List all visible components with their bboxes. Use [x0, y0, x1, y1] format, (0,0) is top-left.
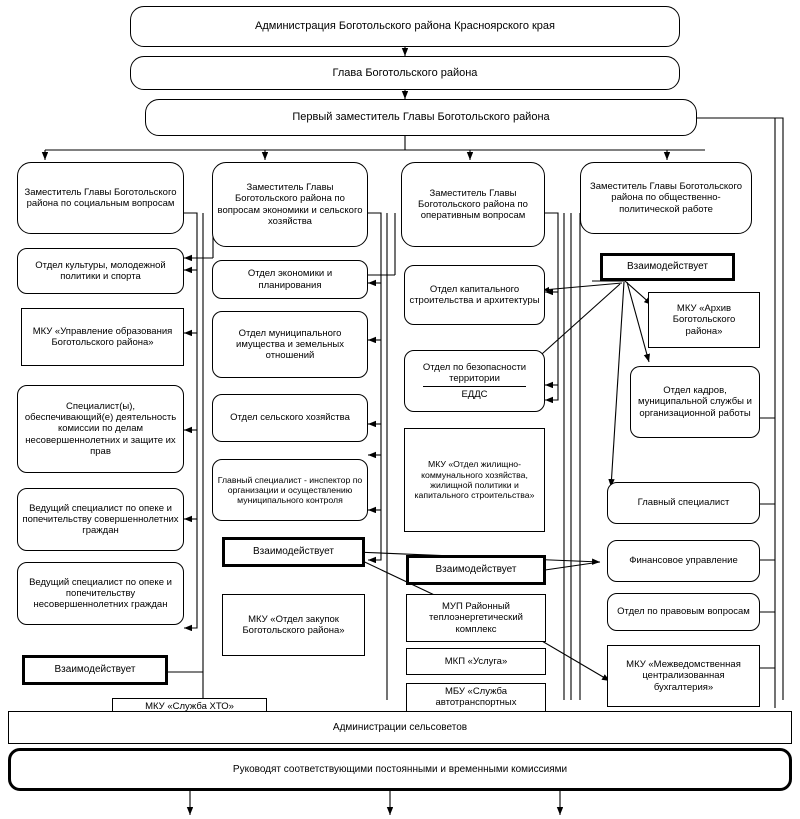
mbu-autotransport-text: МБУ «Служба автотранспортных	[435, 686, 517, 709]
band-selsovet-text: Администрации сельсоветов	[332, 722, 468, 733]
education-department-text: МКУ «Управление образования Боготольског…	[32, 325, 173, 348]
eddc-divider	[423, 386, 526, 388]
box-legal-department: Отдел по правовым вопросам	[607, 593, 760, 631]
box-guardianship-minors: Ведущий специалист по опеке и попечитель…	[17, 562, 184, 625]
band-selsovet-administrations: Администрации сельсоветов	[8, 711, 792, 744]
band-commissions-text: Руководят соответствующими постоянными и…	[232, 764, 568, 775]
box-chief-specialist: Главный специалист	[607, 482, 760, 524]
eddc-text: ЕДДС	[461, 389, 488, 401]
box-minors-commission-specialist: Специалист(ы), обеспечивающий(е) деятель…	[17, 385, 184, 473]
box-head-of-district: Глава Боготольского района	[130, 56, 680, 90]
box-interacts-social: Взаимодействует	[22, 655, 168, 685]
box-archive: МКУ «Архив Боготольского района»	[648, 292, 760, 348]
head-of-district-text: Глава Боготольского района	[332, 66, 478, 79]
housing-utilities-text: МКУ «Отдел жилищно-коммунального хозяйст…	[414, 459, 535, 501]
box-interacts-operative: Взаимодействует	[406, 555, 546, 585]
capital-construction-text: Отдел капитального строительства и архит…	[409, 283, 540, 306]
centralized-accounting-text: МКУ «Межведомственная централизованная б…	[626, 659, 741, 693]
first-deputy-text: Первый заместитель Главы Боготольского р…	[292, 111, 550, 124]
interacts-public-text: Взаимодействует	[627, 261, 708, 273]
deputy-social-text: Заместитель Главы Боготольского района п…	[24, 186, 177, 209]
band-commissions: Руководят соответствующими постоянными и…	[8, 748, 792, 791]
interacts-operative-text: Взаимодействует	[435, 564, 517, 576]
box-administration-title: Администрация Боготольского района Красн…	[130, 6, 680, 47]
box-housing-utilities: МКУ «Отдел жилищно-коммунального хозяйст…	[404, 428, 545, 532]
minors-commission-specialist-text: Специалист(ы), обеспечивающий(е) деятель…	[24, 400, 177, 457]
box-culture-youth-sport: Отдел культуры, молодежной политики и сп…	[17, 248, 184, 294]
box-interacts-public: Взаимодействует	[600, 253, 735, 281]
mup-heat-energy-text: МУП Районный теплоэнергетический комплек…	[429, 601, 523, 635]
box-first-deputy: Первый заместитель Главы Боготольского р…	[145, 99, 697, 136]
box-deputy-economy: Заместитель Главы Боготольского района п…	[212, 162, 368, 247]
box-economy-planning: Отдел экономики и планирования	[212, 260, 368, 299]
legal-department-text: Отдел по правовым вопросам	[617, 606, 750, 618]
interacts-social-text: Взаимодействует	[54, 664, 136, 676]
chief-inspector-text: Главный специалист - инспектор по органи…	[217, 474, 363, 506]
guardianship-minors-text: Ведущий специалист по опеке и попечитель…	[29, 576, 172, 611]
box-interacts-economy: Взаимодействует	[222, 537, 365, 567]
administration-title-text: Администрация Боготольского района Красн…	[255, 20, 555, 33]
territory-safety-text: Отдел по безопасности территории	[422, 361, 527, 384]
municipal-property-land-text: Отдел муниципального имущества и земельн…	[236, 327, 344, 362]
deputy-operative-text: Заместитель Главы Боготольского района п…	[418, 187, 528, 222]
box-deputy-social: Заместитель Главы Боготольского района п…	[17, 162, 184, 234]
box-chief-inspector-municipal-control: Главный специалист - инспектор по органи…	[212, 459, 368, 521]
procurement-department-text: МКУ «Отдел закупок Боготольского района»	[242, 613, 345, 636]
box-deputy-operative: Заместитель Главы Боготольского района п…	[401, 162, 545, 247]
mkp-usluga-text: МКП «Услуга»	[444, 655, 508, 667]
box-mkp-usluga: МКП «Услуга»	[406, 648, 546, 675]
box-centralized-accounting: МКУ «Межведомственная централизованная б…	[607, 645, 760, 707]
box-procurement-department: МКУ «Отдел закупок Боготольского района»	[222, 594, 365, 656]
interacts-economy-text: Взаимодействует	[253, 546, 334, 558]
box-territory-safety-eddc: Отдел по безопасности территории ЕДДС	[404, 350, 545, 412]
deputy-economy-text: Заместитель Главы Боготольского района п…	[217, 182, 363, 227]
hr-municipal-service-text: Отдел кадров, муниципальной службы и орг…	[638, 385, 752, 419]
culture-youth-sport-text: Отдел культуры, молодежной политики и сп…	[35, 259, 166, 282]
guardianship-adults-text: Ведущий специалист по опеке и попечитель…	[22, 502, 179, 537]
box-capital-construction-architecture: Отдел капитального строительства и архит…	[404, 265, 545, 325]
box-agriculture-department: Отдел сельского хозяйства	[212, 394, 368, 442]
box-finance-department: Финансовое управление	[607, 540, 760, 582]
box-mup-heat-energy: МУП Районный теплоэнергетический комплек…	[406, 594, 546, 642]
archive-text: МКУ «Архив Боготольского района»	[672, 303, 736, 337]
agriculture-department-text: Отдел сельского хозяйства	[230, 412, 350, 424]
chief-specialist-text: Главный специалист	[637, 497, 730, 509]
box-hr-municipal-service: Отдел кадров, муниципальной службы и орг…	[630, 366, 760, 438]
economy-planning-text: Отдел экономики и планирования	[247, 268, 333, 291]
deputy-public-text: Заместитель Главы Боготольского района п…	[589, 181, 743, 215]
box-guardianship-adults: Ведущий специалист по опеке и попечитель…	[17, 488, 184, 551]
box-deputy-public: Заместитель Главы Боготольского района п…	[580, 162, 752, 234]
box-municipal-property-land: Отдел муниципального имущества и земельн…	[212, 311, 368, 378]
box-education-department: МКУ «Управление образования Боготольског…	[21, 308, 184, 366]
finance-department-text: Финансовое управление	[629, 555, 738, 567]
